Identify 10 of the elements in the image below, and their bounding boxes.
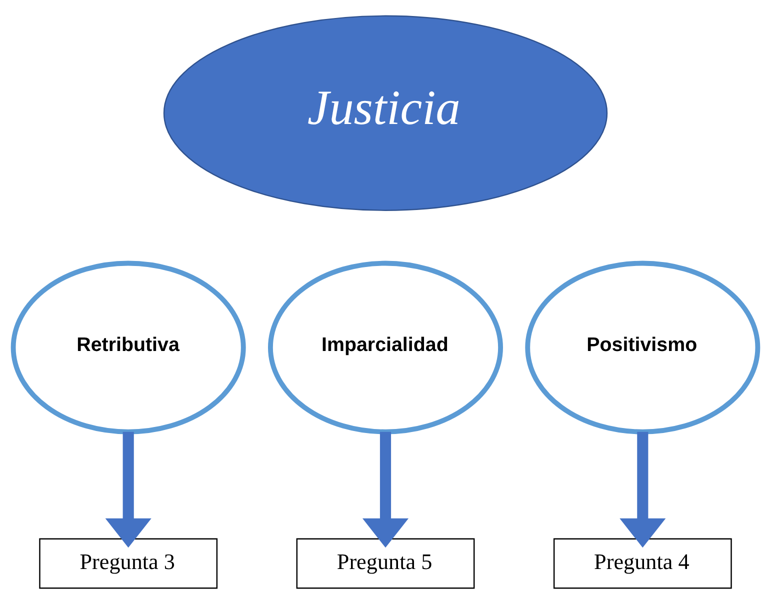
node-ellipse: Retributiva bbox=[10, 260, 246, 434]
arrow bbox=[362, 432, 409, 548]
node-ellipse: Imparcialidad bbox=[268, 260, 503, 434]
node-box: Pregunta 5 bbox=[296, 538, 475, 589]
node-box: Pregunta 3 bbox=[39, 538, 218, 589]
arrow bbox=[620, 432, 666, 548]
node-ellipse: Justicia bbox=[163, 15, 608, 211]
arrow bbox=[105, 432, 152, 548]
node-ellipse: Positivismo bbox=[525, 260, 760, 434]
node-box: Pregunta 4 bbox=[553, 538, 732, 589]
